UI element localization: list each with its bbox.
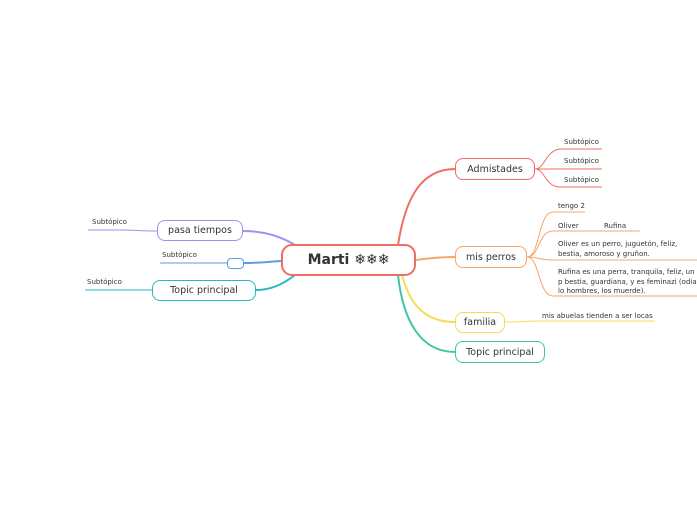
topic-mis-perros[interactable]: mis perros bbox=[455, 246, 527, 268]
blank-subtopic[interactable]: Subtópico bbox=[162, 251, 197, 259]
link-admistades bbox=[397, 168, 456, 246]
link-pasa-sub bbox=[88, 229, 158, 232]
link-perros-tengo bbox=[526, 211, 585, 258]
perros-oliver-desc[interactable]: Oliver es un perro, juguetón, feliz, bes… bbox=[558, 240, 678, 258]
perros-tengo[interactable]: tengo 2 bbox=[558, 202, 585, 210]
topic-principal-right[interactable]: Topic principal bbox=[455, 341, 545, 363]
link-perros-oliver-desc bbox=[526, 256, 697, 261]
link-blank bbox=[243, 260, 283, 264]
link-pasa-tiempos bbox=[242, 230, 296, 246]
link-mis-perros bbox=[415, 256, 456, 261]
familia-note[interactable]: mis abuelas tienden a ser locas bbox=[542, 312, 653, 320]
perros-oliver[interactable]: Oliver bbox=[558, 222, 579, 230]
perros-rufina-desc[interactable]: Rufina es una perra, tranquila, feliz, u… bbox=[558, 268, 697, 295]
link-admistades-sub3 bbox=[534, 168, 602, 188]
topic-familia[interactable]: familia bbox=[455, 312, 505, 333]
topic-blank[interactable] bbox=[227, 258, 244, 269]
link-perros-oliver bbox=[526, 230, 597, 258]
link-admistades-sub1 bbox=[534, 148, 602, 170]
admistades-subtopic-3[interactable]: Subtópico bbox=[564, 176, 599, 184]
perros-rufina[interactable]: Rufina bbox=[604, 222, 627, 230]
link-topic-left bbox=[255, 274, 296, 291]
topic-admistades[interactable]: Admistades bbox=[455, 158, 535, 180]
admistades-subtopic-1[interactable]: Subtópico bbox=[564, 138, 599, 146]
topic-principal-left[interactable]: Topic principal bbox=[152, 280, 256, 301]
link-perros-rufina-desc bbox=[526, 256, 697, 297]
link-familia bbox=[401, 274, 456, 323]
topic-left-subtopic[interactable]: Subtópico bbox=[87, 278, 122, 286]
central-topic[interactable]: Marti ❄❄❄ bbox=[281, 244, 416, 276]
link-topic-right bbox=[397, 274, 456, 353]
pasa-tiempos-subtopic[interactable]: Subtópico bbox=[92, 218, 127, 226]
admistades-subtopic-2[interactable]: Subtópico bbox=[564, 157, 599, 165]
link-familia-note bbox=[504, 320, 655, 323]
topic-pasa-tiempos[interactable]: pasa tiempos bbox=[157, 220, 243, 241]
